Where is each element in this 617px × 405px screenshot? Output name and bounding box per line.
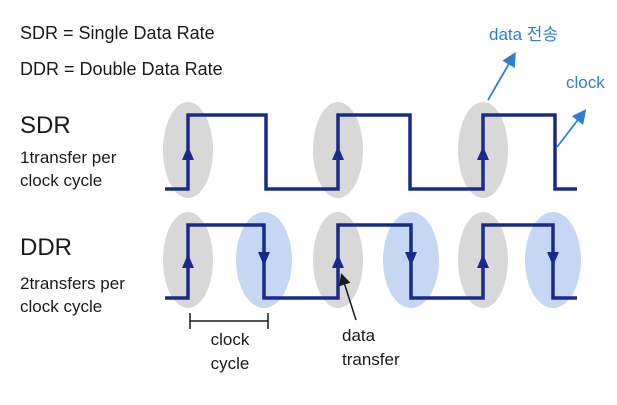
sdr-clock-waveform bbox=[165, 113, 577, 191]
data-transfer-arrow-icon bbox=[339, 273, 357, 321]
clock-arrow-icon bbox=[556, 109, 587, 148]
data-transfer-label-line2: transfer bbox=[342, 350, 400, 369]
sdr-up-arrow-icon-1 bbox=[182, 146, 194, 160]
ddr-down-arrow-icon-1 bbox=[258, 252, 270, 266]
sdr-subtitle-line2: clock cycle bbox=[20, 171, 103, 190]
ddr-up-arrow-icon-3 bbox=[477, 254, 489, 268]
data-transfer-label-line1: data bbox=[342, 326, 376, 345]
ddr-title: DDR bbox=[20, 234, 72, 261]
ddr-subtitle-line1: 2transfers per bbox=[20, 274, 125, 293]
ddr-down-arrow-icon-3 bbox=[547, 252, 559, 266]
sdr-subtitle: 1transfer per clock cycle bbox=[20, 146, 170, 192]
ddr-down-arrow-icon-2 bbox=[405, 252, 417, 266]
clock-cycle-label: clock cycle bbox=[195, 328, 265, 376]
sdr-up-arrow-icon-3 bbox=[477, 146, 489, 160]
clock-cycle-label-line1: clock bbox=[210, 330, 250, 349]
ddr-definition: DDR = Double Data Rate bbox=[20, 59, 223, 79]
ddr-up-arrow-icon-1 bbox=[182, 254, 194, 268]
ddr-subtitle: 2transfers per clock cycle bbox=[20, 272, 170, 318]
ddr-up-arrow-icon-2 bbox=[332, 254, 344, 268]
sdr-subtitle-line1: 1transfer per bbox=[20, 148, 117, 167]
sdr-title: SDR bbox=[20, 112, 71, 139]
sdr-up-arrow-icon-2 bbox=[332, 146, 344, 160]
clock-cycle-bracket bbox=[189, 313, 269, 329]
sdr-definition: SDR = Single Data Rate bbox=[20, 23, 215, 43]
data-transmission-arrow-icon bbox=[487, 51, 516, 101]
clock-label: clock bbox=[566, 73, 605, 92]
data-transmission-label: data 전송 bbox=[489, 25, 559, 44]
ddr-subtitle-line2: clock cycle bbox=[20, 297, 103, 316]
clock-cycle-label-line2: cycle bbox=[210, 354, 250, 373]
ddr-clock-waveform bbox=[165, 223, 577, 300]
data-transfer-label: data transfer bbox=[342, 324, 422, 372]
